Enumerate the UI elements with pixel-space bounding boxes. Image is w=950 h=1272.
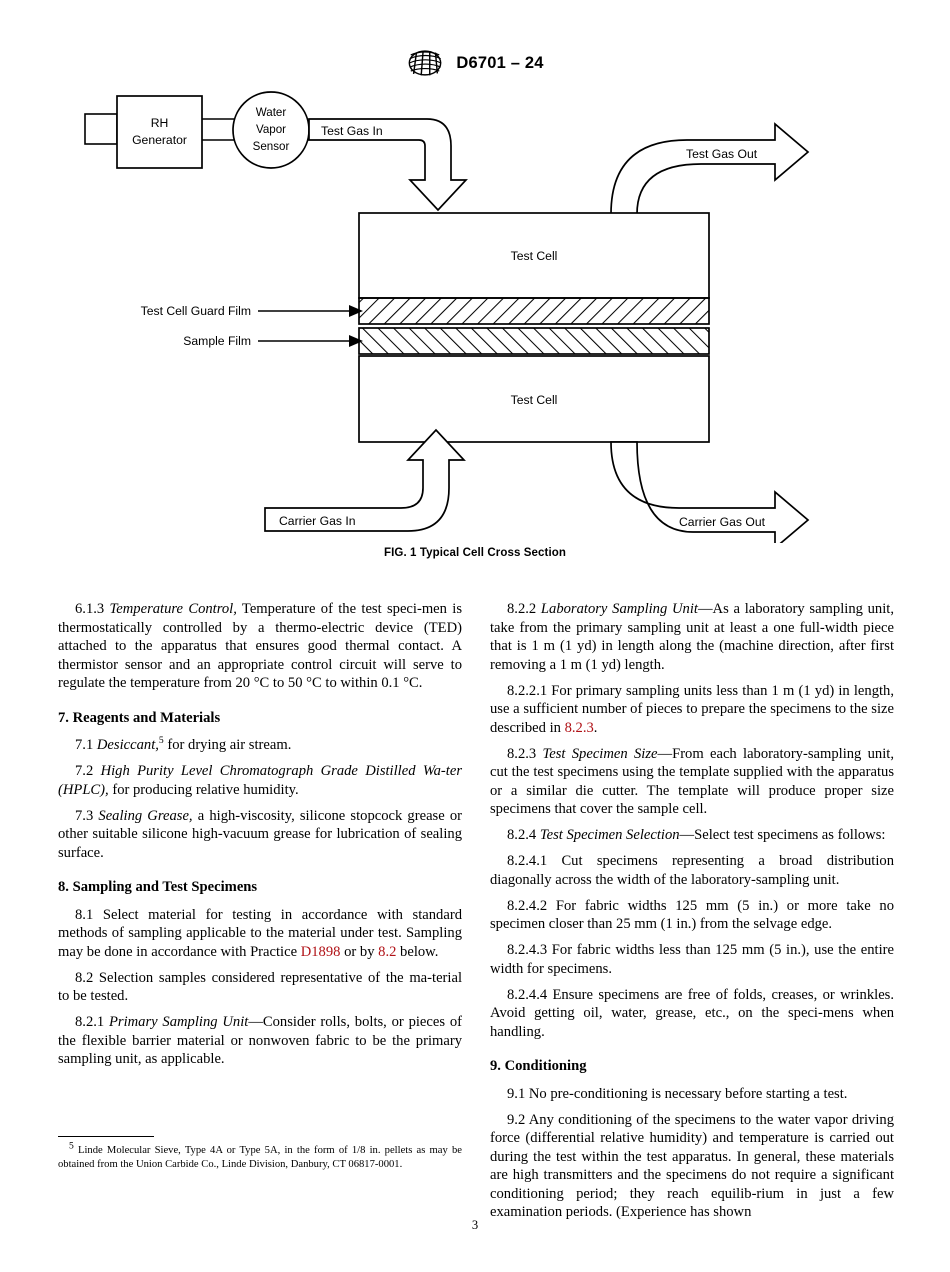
water-vapor-sensor-label-line2: Vapor: [256, 123, 286, 136]
footnote-block: 5 Linde Molecular Sieve, Type 4A or Type…: [58, 1136, 462, 1172]
para-number: 8.2.2: [507, 601, 541, 617]
page-header: D6701 – 24: [0, 48, 950, 78]
footnote-marker: 5: [69, 1140, 74, 1152]
right-column: 8.2.2 Laboratory Sampling Unit—As a labo…: [490, 600, 894, 1220]
paragraph-8-2-4-3: 8.2.4.3 For fabric widths less than 125 …: [490, 942, 894, 977]
test-gas-out-arrow: [610, 122, 810, 215]
sample-film-arrowhead: [349, 335, 363, 347]
left-column: 6.1.3 Temperature Control, Temperature o…: [58, 600, 462, 1210]
figure-1: RH Generator Water Vapor Sensor Test Gas…: [0, 88, 950, 559]
test-cell-guard-film-label: Test Cell Guard Film: [141, 304, 251, 318]
para-number: 7.1: [75, 737, 97, 753]
para-term: Desiccant,: [96, 737, 159, 753]
para-term: High Purity Level Chromatograph Grade Di…: [58, 763, 462, 798]
carrier-gas-out-label: Carrier Gas Out: [679, 515, 766, 529]
para-term: Test Specimen Size: [542, 745, 658, 762]
para-term: Primary Sampling Unit: [108, 1014, 249, 1030]
inlet-stub: [84, 113, 118, 145]
para-number: 7.3: [75, 807, 99, 824]
para-number: 7.2: [75, 763, 101, 779]
astm-logo-icon: [406, 48, 444, 78]
paragraph-9-1: 9.1 No pre-conditioning is necessary bef…: [507, 1085, 848, 1102]
paragraph-8-2-4-1: 8.2.4.1 Cut specimens representing a bro…: [490, 853, 894, 888]
para-number: 6.1.3: [75, 601, 110, 617]
para-text: —Select test specimens as follows:: [679, 827, 886, 843]
cross-reference-8-2-3[interactable]: 8.2.3: [564, 719, 594, 736]
water-vapor-sensor-label-line1: Water: [256, 106, 287, 119]
section-heading-8: 8. Sampling and Test Specimens: [58, 879, 258, 895]
figure-caption: FIG. 1 Typical Cell Cross Section: [383, 547, 567, 559]
paragraph-8-2-4-4: 8.2.4.4 Ensure specimens are free of fol…: [490, 986, 894, 1040]
para-text: .: [593, 719, 598, 736]
test-gas-out-label: Test Gas Out: [686, 147, 758, 161]
para-term: Sealing Grease,: [98, 807, 193, 824]
paragraph-8-2-3: 8.2.3 Test Specimen Size—From each labor…: [490, 745, 894, 819]
paragraph-6-1-3: 6.1.3 Temperature Control, Temperature o…: [58, 600, 462, 693]
section-heading-9: 9. Conditioning: [490, 1058, 587, 1074]
para-text: below.: [396, 943, 439, 960]
para-text: —From each laboratory-sampling unit, cut…: [490, 745, 894, 818]
para-term: Laboratory Sampling Unit: [540, 601, 698, 617]
paragraph-8-2: 8.2 Selection samples considered represe…: [58, 969, 462, 1005]
page-number: 3: [471, 1218, 479, 1232]
guard-film-arrowhead: [349, 305, 363, 317]
water-vapor-sensor-label-line3: Sensor: [253, 140, 290, 153]
para-term: Temperature Control,: [109, 601, 237, 617]
footnote-5: 5 Linde Molecular Sieve, Type 4A or Type…: [58, 1141, 462, 1172]
cell-cross-section-diagram: RH Generator Water Vapor Sensor Test Gas…: [84, 91, 810, 543]
carrier-gas-in-arrow: [264, 428, 466, 532]
standard-designation: D6701 – 24: [456, 53, 544, 72]
para-number: 8.2.4: [507, 827, 540, 843]
paragraph-9-2: 9.2 Any conditioning of the specimens to…: [490, 1111, 894, 1221]
paragraph-8-2-4: 8.2.4 Test Specimen Selection—Select tes…: [490, 826, 894, 845]
para-number: 8.2.3: [507, 745, 543, 762]
para-text: for producing relative humidity.: [108, 781, 299, 798]
para-text: 8.2.2.1 For primary sampling units less …: [490, 682, 894, 736]
paragraph-8-2-1: 8.2.1 Primary Sampling Unit—Consider rol…: [58, 1013, 462, 1069]
section-heading-7: 7. Reagents and Materials: [58, 709, 221, 726]
test-gas-in-label: Test Gas In: [321, 124, 383, 138]
paragraph-7-2: 7.2 High Purity Level Chromatograph Grad…: [58, 762, 462, 799]
para-text: —As a laboratory sampling unit, take fro…: [490, 601, 894, 673]
paragraph-8-2-4-2: 8.2.4.2 For fabric widths 125 mm (5 in.)…: [490, 897, 894, 933]
para-text: 8.1 Select material for testing in accor…: [58, 906, 462, 960]
rh-generator-label-line2: Generator: [132, 133, 187, 147]
para-number: 8.2.1: [75, 1014, 109, 1030]
lower-test-cell-label: Test Cell: [511, 393, 558, 407]
footnote-reference[interactable]: 5: [158, 735, 164, 747]
upper-test-cell-box: [358, 212, 710, 299]
carrier-gas-out-arrow: [610, 441, 810, 543]
paragraph-8-1: 8.1 Select material for testing in accor…: [58, 906, 462, 962]
cross-reference-8-2[interactable]: 8.2: [378, 943, 397, 960]
footnote-separator-rule: [58, 1136, 154, 1137]
cross-reference-d1898[interactable]: D1898: [300, 943, 341, 960]
rh-generator-box: [116, 95, 203, 169]
sample-film-label: Sample Film: [183, 334, 251, 348]
upper-test-cell-label: Test Cell: [511, 249, 558, 263]
para-text: Temperature of the test speci-men is the…: [58, 601, 463, 691]
para-text: a high-viscosity, silicone stopcock grea…: [58, 807, 462, 861]
para-text: or by: [340, 943, 379, 960]
paragraph-7-3: 7.3 Sealing Grease, a high-viscosity, si…: [58, 807, 462, 863]
para-term: Test Specimen Selection: [539, 827, 680, 843]
footnote-text: Linde Molecular Sieve, Type 4A or Type 5…: [58, 1145, 462, 1171]
paragraph-8-2-2: 8.2.2 Laboratory Sampling Unit—As a labo…: [490, 600, 894, 674]
test-cell-guard-film-layer: [358, 297, 710, 325]
sample-film-layer: [358, 327, 710, 355]
lower-test-cell-box: [358, 355, 710, 443]
carrier-gas-in-label: Carrier Gas In: [279, 514, 356, 528]
para-text: —Consider rolls, bolts, or pieces of the…: [58, 1014, 462, 1067]
paragraph-8-2-2-1: 8.2.2.1 For primary sampling units less …: [490, 682, 894, 738]
paragraph-7-1: 7.1 Desiccant,5 for drying air stream.: [58, 736, 462, 755]
para-text: for drying air stream.: [163, 737, 292, 753]
rh-generator-label-line1: RH: [151, 116, 169, 130]
test-gas-in-arrow: [308, 118, 468, 212]
body-columns: 6.1.3 Temperature Control, Temperature o…: [58, 600, 894, 1220]
